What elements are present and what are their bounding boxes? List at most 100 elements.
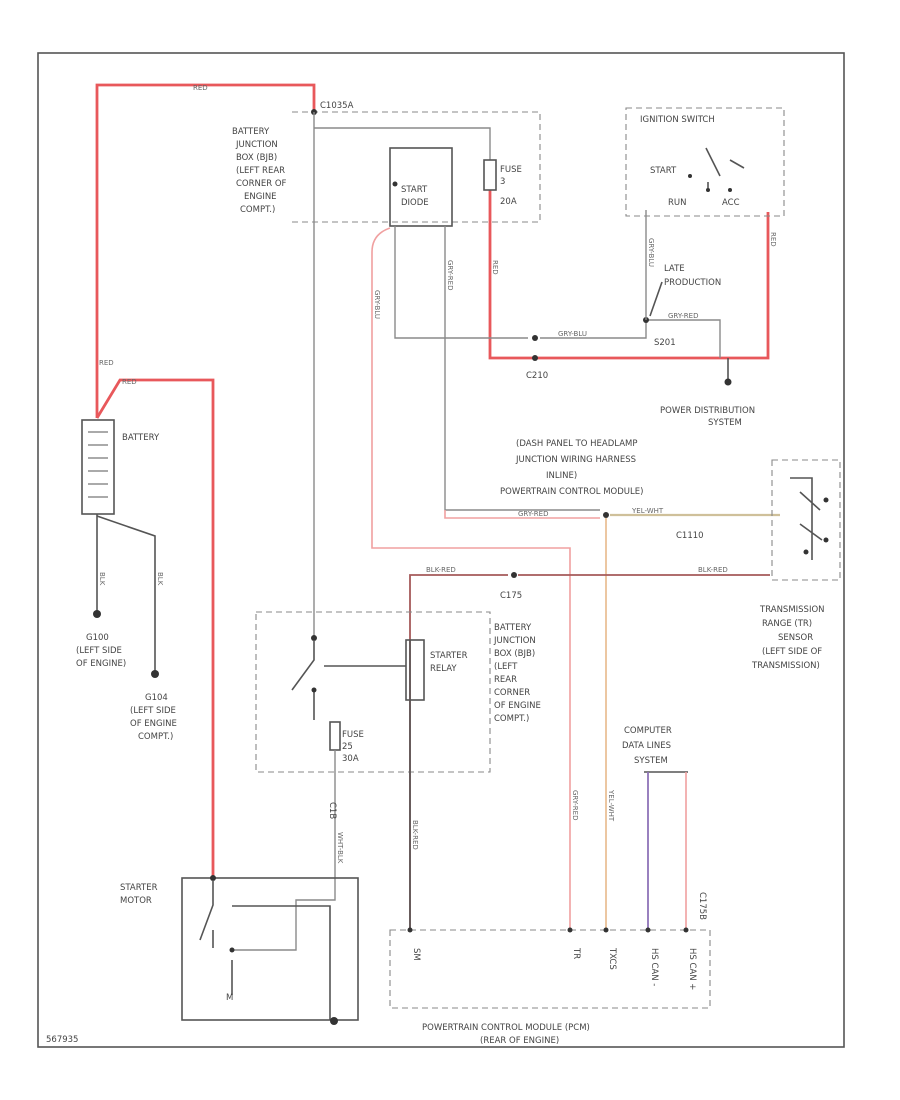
svg-text:20A: 20A — [500, 197, 517, 207]
label-fuse-top: FUSE 3 20A — [500, 165, 522, 207]
tr-sensor-pin-1 — [823, 497, 829, 503]
tr-sensor-pin-2 — [823, 537, 829, 543]
svg-text:BATTERY: BATTERY — [494, 623, 532, 633]
label-c175b: C175B — [697, 892, 707, 920]
wire-label-gry-blu-1: GRY-BLU — [373, 290, 381, 319]
svg-text:COMPUTER: COMPUTER — [624, 726, 672, 736]
starter-motor-ground — [330, 1017, 338, 1025]
wire-label-wht-blk: WHT-BLK — [336, 832, 344, 864]
label-start-diode: START DIODE — [401, 185, 429, 208]
svg-text:TRANSMISSION: TRANSMISSION — [759, 605, 825, 615]
label-tr-sensor: TRANSMISSION RANGE (TR) SENSOR (LEFT SID… — [751, 605, 825, 671]
battery-cells — [88, 431, 108, 498]
label-start: START — [650, 166, 677, 176]
diagram-id: 567935 — [46, 1035, 78, 1045]
svg-text:COMPT.): COMPT.) — [494, 714, 529, 724]
ignition-feed-wire — [488, 190, 770, 360]
start-diode-out-wire — [394, 226, 528, 339]
fuse-bottom-symbol — [329, 721, 341, 751]
svg-text:(LEFT REAR: (LEFT REAR — [236, 166, 285, 176]
pcm-pin-labels: SM TR TXCS HS CAN - HS CAN + — [411, 947, 697, 990]
ignition-run-pin — [706, 188, 710, 192]
svg-text:G104: G104 — [145, 693, 168, 703]
battery-to-starter-wire — [95, 378, 215, 878]
label-c1110: C1110 — [676, 531, 704, 541]
fuse-to-starter-wire — [232, 750, 336, 951]
battery-feed-wire — [95, 83, 316, 418]
svg-text:POWER DISTRIBUTION: POWER DISTRIBUTION — [660, 406, 755, 416]
label-dash-panel: (DASH PANEL TO HEADLAMP JUNCTION WIRING … — [500, 439, 643, 497]
wire-label-red-battery: RED — [122, 378, 137, 386]
svg-text:STARTER: STARTER — [430, 651, 468, 661]
label-power-distribution: POWER DISTRIBUTION SYSTEM — [660, 406, 755, 428]
tr-sensor-outline — [771, 459, 841, 581]
label-m: M — [226, 993, 233, 1003]
wire-label-gry-red-1: GRY-RED — [446, 260, 454, 291]
pcm-pin-tr — [567, 927, 573, 933]
wire-label-gry-red-2: GRY-RED — [668, 312, 699, 320]
svg-text:COMPT.): COMPT.) — [138, 732, 173, 742]
bjb-bottom-outline — [255, 611, 491, 773]
start-diode-node — [392, 181, 398, 187]
fuse-top-symbol — [483, 159, 497, 191]
svg-text:3: 3 — [500, 177, 505, 187]
ignition-start-pin — [688, 174, 692, 178]
start-diode-box — [389, 147, 453, 227]
wire-label-red-left: RED — [99, 359, 114, 367]
svg-text:OF ENGINE: OF ENGINE — [494, 701, 541, 711]
starter-solenoid-pin — [229, 947, 235, 953]
svg-text:CORNER OF: CORNER OF — [236, 179, 287, 189]
svg-text:RANGE (TR): RANGE (TR) — [762, 619, 812, 629]
svg-text:SM: SM — [411, 948, 421, 961]
svg-text:(DASH PANEL TO HEADLAMP: (DASH PANEL TO HEADLAMP — [516, 439, 638, 449]
wire-label-gry-blu-2: GRY-BLU — [558, 330, 587, 338]
svg-text:HS CAN +: HS CAN + — [687, 948, 697, 990]
diagram-frame — [37, 52, 845, 1048]
svg-text:ENGINE: ENGINE — [244, 192, 277, 202]
tr-sensor-switch — [790, 477, 823, 560]
wire-label-blk-red-3: BLK-RED — [411, 820, 419, 850]
start-diode-in-wire — [444, 226, 600, 511]
svg-text:PRODUCTION: PRODUCTION — [664, 278, 721, 288]
starter-relay-switch — [291, 640, 315, 720]
label-g100: G100 (LEFT SIDE OF ENGINE) — [76, 633, 126, 669]
svg-text:TR: TR — [571, 947, 581, 959]
label-late-production: LATE PRODUCTION — [664, 264, 721, 288]
wire-label-gry-red-3: GRY-RED — [518, 510, 549, 518]
svg-text:HS CAN -: HS CAN - — [649, 948, 659, 986]
ignition-switch-contact — [705, 147, 745, 188]
svg-text:25: 25 — [342, 742, 353, 752]
starter-motor-b-terminal — [210, 875, 216, 881]
svg-text:(LEFT SIDE: (LEFT SIDE — [76, 646, 122, 656]
wire-label-gry-red-4: GRY-RED — [571, 790, 579, 821]
label-c1035a: C1035A — [320, 101, 354, 111]
pcm-pin-hs-can-plus — [683, 927, 689, 933]
g104-ground — [151, 670, 159, 678]
c1110-pink-wire — [444, 510, 600, 519]
battery-symbol — [81, 419, 115, 515]
label-run: RUN — [668, 198, 687, 208]
label-c1b: C1B — [327, 802, 337, 819]
svg-text:SYSTEM: SYSTEM — [708, 418, 742, 428]
label-c210: C210 — [526, 371, 548, 381]
svg-text:DATA LINES: DATA LINES — [622, 741, 671, 751]
label-starter-motor: STARTER MOTOR — [120, 883, 158, 906]
svg-text:JUNCTION WIRING HARNESS: JUNCTION WIRING HARNESS — [515, 455, 636, 465]
starter-motor-box — [181, 877, 359, 1021]
c175-node — [511, 572, 517, 578]
svg-text:INLINE): INLINE) — [546, 471, 577, 481]
svg-text:LATE: LATE — [664, 264, 685, 274]
g100-ground — [93, 610, 101, 618]
svg-text:OF ENGINE): OF ENGINE) — [76, 659, 126, 669]
wire-label-yel-wht-2: YEL-WHT — [607, 789, 615, 822]
svg-text:(LEFT SIDE: (LEFT SIDE — [130, 706, 176, 716]
tr-sensor-pin-3 — [803, 549, 809, 555]
label-s201: S201 — [654, 338, 676, 348]
svg-text:TXCS: TXCS — [607, 947, 617, 970]
wire-label-yel-wht: YEL-WHT — [631, 507, 664, 515]
wire-label-blk-1: BLK — [98, 572, 106, 586]
wire-label-red-top: RED — [193, 84, 208, 92]
c1110-node — [603, 512, 609, 518]
wire-label-blk-red-2: BLK-RED — [698, 566, 728, 574]
label-battery: BATTERY — [122, 433, 160, 443]
